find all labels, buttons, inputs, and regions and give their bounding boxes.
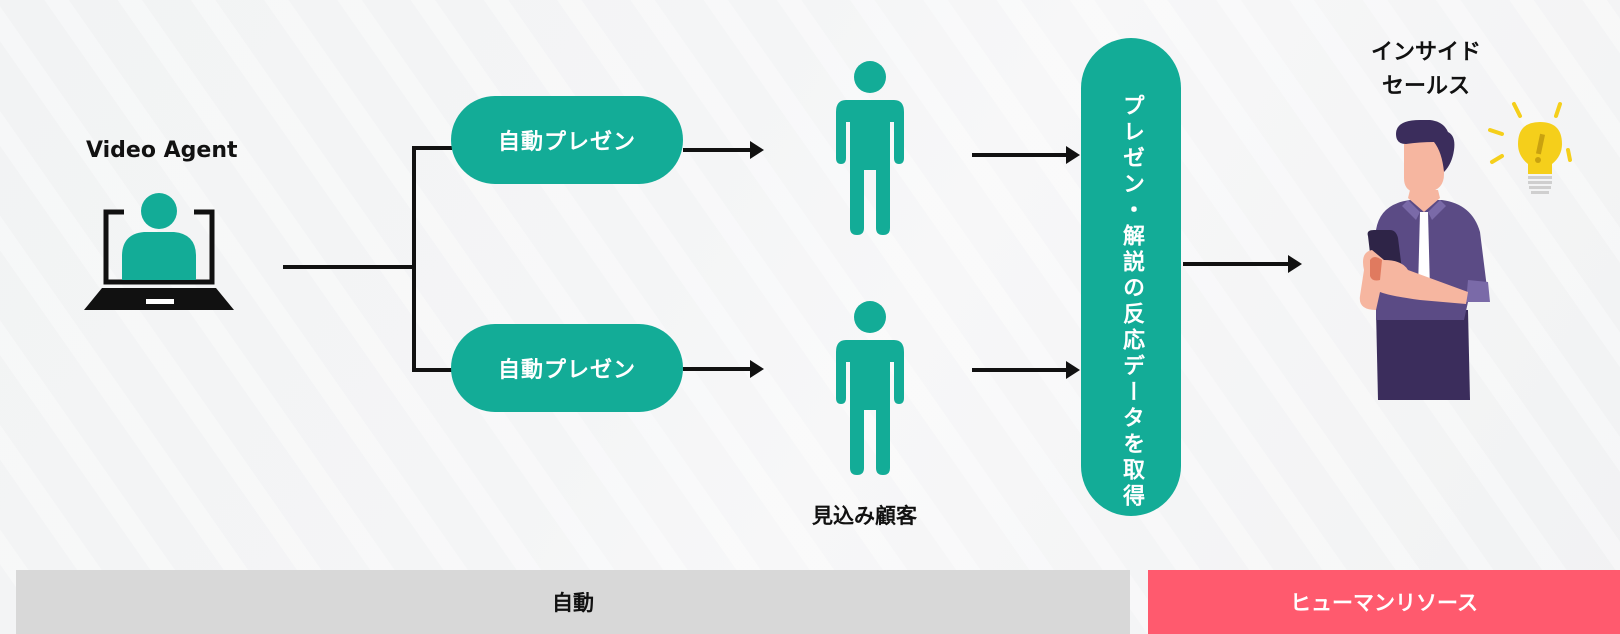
connector-line [412,368,452,372]
pill-label: 自動プレゼン [497,358,636,383]
human-resource-phase-bar: ヒューマンリソース [1148,570,1620,634]
arrow-line [972,153,1068,157]
salesperson-with-phone-icon [1359,120,1490,400]
prospects-label: 見込み顧客 [812,504,917,528]
destination-label: インサイド セールス [1366,36,1486,104]
arrow-line [683,148,753,152]
destination-label-line2: セールス [1381,74,1470,99]
destination-label-line1: インサイド [1370,40,1481,65]
response-data-collector: プレゼン・解説の反応データを取得 [1081,38,1181,516]
laptop-person-icon [84,193,234,310]
automatic-phase-bar: 自動 [16,570,1130,634]
arrow-head-icon [750,141,764,159]
auto-presentation-pill-2: 自動プレゼン [451,324,683,412]
arrow-line [683,367,753,371]
pill-label: 自動プレゼン [497,130,636,155]
arrow-head-icon [1066,146,1080,164]
person-icon [836,61,904,235]
human-resource-phase-label: ヒューマンリソース [1290,591,1478,615]
source-label: Video Agent [86,138,238,163]
connector-line [412,146,452,150]
auto-presentation-pill-1: 自動プレゼン [451,96,683,184]
arrow-line [972,368,1068,372]
automatic-phase-label: 自動 [552,591,594,615]
connector-line [412,146,416,371]
arrow-head-icon [1288,255,1302,273]
arrow-head-icon [750,360,764,378]
person-icon [836,301,904,475]
connector-line [283,265,415,269]
collector-label: プレゼン・解説の反応データを取得 [1119,94,1144,510]
arrow-line [1183,262,1291,266]
lightbulb-idea-icon [1488,102,1572,194]
arrow-head-icon [1066,361,1080,379]
